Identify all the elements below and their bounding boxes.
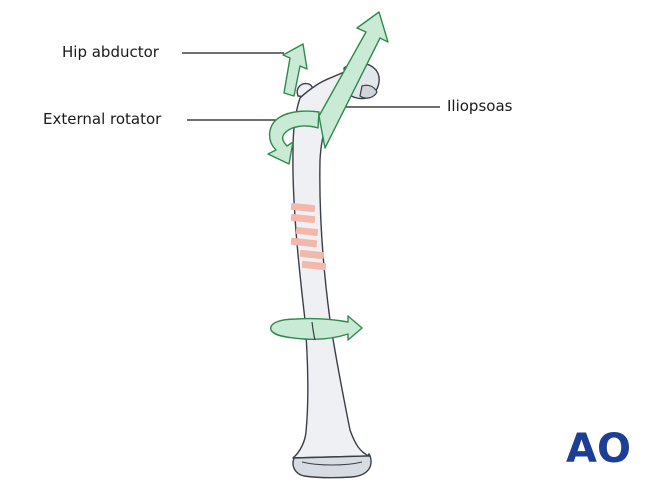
iliopsoas-label: Iliopsoas xyxy=(447,97,513,115)
fracture-mark xyxy=(290,237,318,248)
fracture-mark xyxy=(301,260,327,271)
shaft-rotation-arrow xyxy=(270,315,363,341)
external-rotator-label: External rotator xyxy=(43,110,162,128)
svg-text:AO: AO xyxy=(566,426,631,472)
ao-logo: AO xyxy=(566,426,631,472)
hip-abductor-arrow xyxy=(282,43,308,97)
fracture-mark xyxy=(290,213,316,224)
fracture-mark xyxy=(299,249,325,260)
iliopsoas-arrow xyxy=(318,11,389,149)
fracture-mark xyxy=(295,226,319,237)
fracture-mark xyxy=(290,202,316,213)
hip-abductor-label: Hip abductor xyxy=(62,43,159,61)
fracture-zone xyxy=(290,202,327,271)
external-rotator-arrow xyxy=(267,110,320,165)
